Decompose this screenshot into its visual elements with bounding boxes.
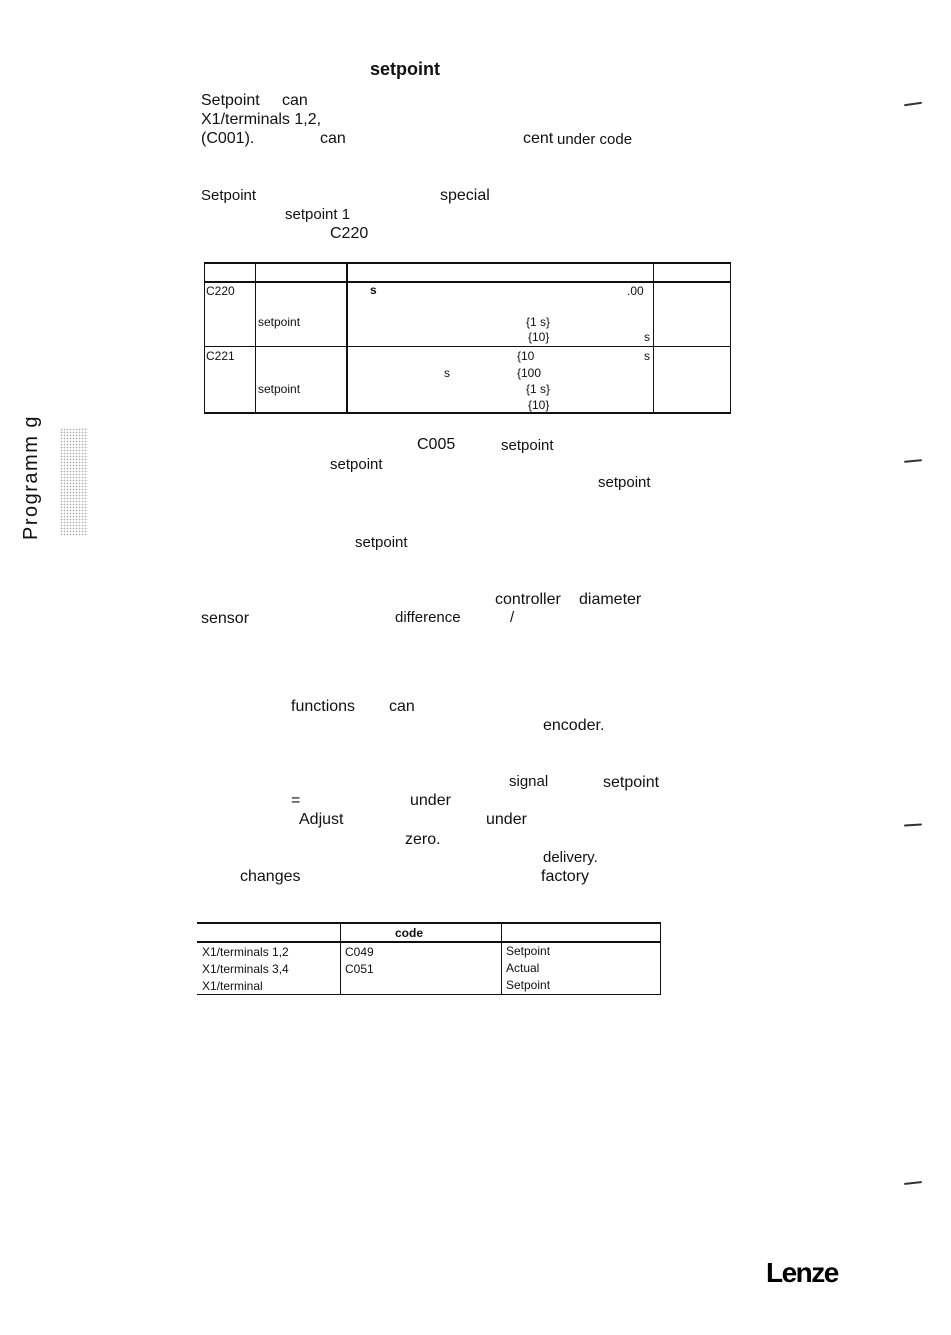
table-cell-value: {1 s}: [526, 382, 551, 396]
text-fragment: sensor: [201, 610, 250, 627]
text-fragment: functions: [291, 698, 356, 715]
table-border-bottom: [204, 412, 731, 414]
table-cell: Setpoint: [506, 944, 551, 958]
scan-texture: [60, 428, 88, 536]
text-fragment: C220: [330, 225, 369, 242]
table-cell-value: {100: [517, 366, 542, 380]
text-fragment: Setpoint: [201, 92, 260, 109]
lenze-logo: Lenze: [766, 1257, 839, 1288]
table-border-top: [197, 922, 661, 924]
table-cell: X1/terminals 3,4: [202, 962, 289, 976]
text-fragment: controller: [495, 591, 561, 608]
table-row-rule: [204, 346, 731, 347]
text-fragment: under code: [557, 131, 633, 148]
text-fragment: special: [440, 187, 490, 204]
text-fragment: setpoint: [355, 534, 408, 551]
table-col-rule: [653, 262, 654, 413]
text-fragment: cent: [523, 130, 554, 147]
table-cell-name: setpoint: [258, 315, 301, 329]
text-fragment: encoder.: [543, 717, 605, 734]
table-col-rule: [255, 262, 256, 413]
text-fragment: setpoint: [598, 474, 651, 491]
table-cell-value: {10}: [528, 330, 550, 344]
text-fragment: setpoint: [501, 437, 554, 454]
table-cell-value: s: [644, 349, 650, 363]
margin-mark: [903, 459, 923, 463]
text-fragment: factory: [541, 868, 590, 885]
table-cell: Setpoint: [506, 978, 551, 992]
table-col-rule: [501, 922, 502, 995]
table-col-rule: [730, 262, 731, 413]
side-section-label: Programm g: [20, 414, 42, 540]
table-cell-value: {10}: [528, 398, 550, 412]
text-fragment: diameter: [579, 591, 642, 608]
table-col-rule: [660, 922, 661, 995]
table-header-rule: [197, 941, 661, 943]
text-fragment: delivery.: [543, 849, 598, 866]
table-cell-value: s: [444, 366, 450, 380]
margin-mark: [903, 1181, 923, 1185]
table-border-top: [204, 262, 731, 264]
table-border-bottom: [197, 994, 661, 995]
table-header-rule: [204, 281, 731, 283]
text-fragment: /: [510, 609, 515, 626]
table-col-rule: [204, 262, 205, 413]
table-cell-value: {1 s}: [526, 315, 551, 329]
table-header-cell: code: [395, 926, 424, 940]
table-cell: Actual: [506, 961, 540, 975]
text-fragment: setpoint: [603, 774, 660, 791]
text-fragment: difference: [395, 609, 461, 626]
table-cell: X1/terminals 1,2: [202, 945, 289, 959]
margin-mark: [903, 823, 923, 827]
section-heading: setpoint: [370, 59, 440, 79]
margin-mark: [903, 101, 923, 107]
table-cell-name: setpoint: [258, 382, 301, 396]
table-cell-value: {10: [517, 349, 535, 363]
text-fragment: setpoint 1: [285, 206, 351, 223]
text-fragment: Adjust: [299, 811, 344, 828]
text-fragment: can: [389, 698, 415, 715]
text-fragment: X1/terminals 1,2,: [201, 111, 322, 128]
text-fragment: under: [486, 811, 527, 828]
text-fragment: =: [291, 792, 301, 809]
table-cell-code: C220: [206, 284, 235, 298]
table-cell-code: C221: [206, 349, 235, 363]
text-fragment: C005: [417, 436, 456, 453]
table-cell: C051: [345, 962, 374, 976]
table-col-rule: [346, 262, 348, 413]
text-fragment: changes: [240, 868, 301, 885]
text-fragment: under: [410, 792, 451, 809]
table-cell-value: s: [644, 330, 650, 344]
text-fragment: (C001).: [201, 130, 255, 147]
text-fragment: zero.: [405, 831, 441, 848]
text-fragment: setpoint: [330, 456, 383, 473]
table-col-rule: [340, 922, 341, 995]
text-fragment: can: [282, 92, 308, 109]
table-cell: C049: [345, 945, 374, 959]
table-cell-value: .00: [627, 284, 644, 298]
text-fragment: can: [320, 130, 346, 147]
table-cell: X1/terminal: [202, 979, 263, 993]
table-cell-value: s: [370, 283, 377, 297]
text-fragment: Setpoint: [201, 187, 257, 204]
text-fragment: signal: [509, 773, 549, 790]
